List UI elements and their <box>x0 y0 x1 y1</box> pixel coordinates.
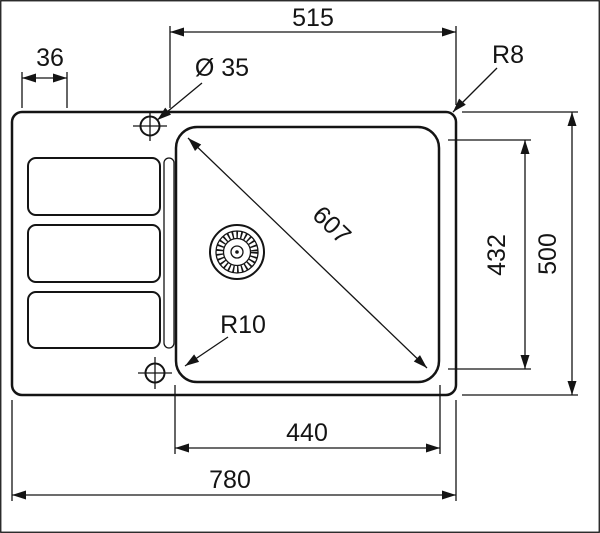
arrowhead <box>426 443 440 453</box>
dim-r8: R8 <box>452 41 524 113</box>
arrowhead <box>188 138 202 151</box>
dim-440: 440 <box>174 385 441 454</box>
arrowhead <box>442 27 456 37</box>
dim-432: 432 <box>448 139 531 370</box>
dim-label-440: 440 <box>286 419 328 447</box>
arrowhead <box>442 490 456 500</box>
dim-label-432: 432 <box>483 234 511 276</box>
drainboard-groove-2 <box>27 224 161 283</box>
arrowhead <box>567 112 577 126</box>
sink-body <box>10 110 458 397</box>
dim-r10: R10 <box>184 311 266 367</box>
tap-hole-top <box>133 111 167 141</box>
tap-hole-bottom <box>138 357 172 389</box>
dim-515: 515 <box>169 4 457 108</box>
dim-36: 36 <box>21 44 68 108</box>
drain-center-dot <box>235 250 239 254</box>
arrowhead <box>520 355 530 369</box>
dim-label-r8: R8 <box>492 41 524 69</box>
arrowhead <box>453 98 466 112</box>
dim-label-607: 607 <box>307 201 356 250</box>
arrowhead <box>53 73 67 83</box>
dim-label-515: 515 <box>292 4 334 32</box>
dim-500: 500 <box>462 111 578 396</box>
arrowhead <box>157 107 171 120</box>
arrowhead <box>413 355 427 368</box>
dim-label-780: 780 <box>209 466 251 494</box>
arrowhead <box>520 140 530 154</box>
arrowhead <box>170 27 184 37</box>
dim-label-36: 36 <box>36 44 64 72</box>
drain-outer-circle <box>209 224 265 280</box>
drain-strainer-hatch <box>216 231 258 273</box>
drainboard-groove-3 <box>27 291 161 349</box>
sink-outline <box>10 110 458 397</box>
dim-label-500: 500 <box>534 233 562 275</box>
dim-hole-diameter: Ø 35 <box>156 54 249 121</box>
drainboard-channel <box>163 157 175 349</box>
drainboard-groove-1 <box>27 157 161 216</box>
arrowhead <box>175 443 189 453</box>
drainboard <box>27 157 175 349</box>
arrowhead <box>567 381 577 395</box>
arrowhead <box>12 490 26 500</box>
dim-780: 780 <box>11 400 457 501</box>
arrowhead <box>185 354 200 366</box>
drain-inner-circle <box>222 237 252 267</box>
dim-label-hole-diameter: Ø 35 <box>195 54 249 82</box>
bowl-outline <box>174 125 441 384</box>
dim-label-r10: R10 <box>220 311 266 339</box>
arrowhead <box>22 73 36 83</box>
dimension-line <box>187 137 428 369</box>
drain-center-circle <box>230 245 244 259</box>
drain <box>209 224 265 280</box>
